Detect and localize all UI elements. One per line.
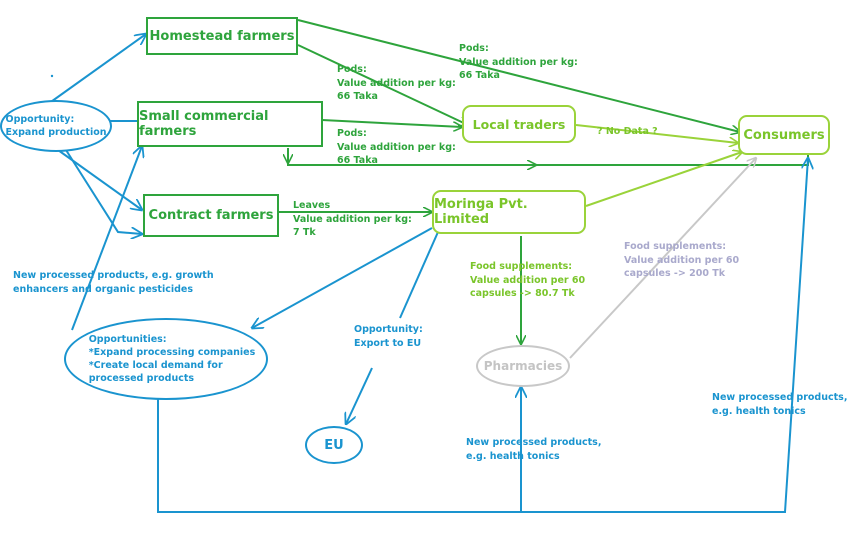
- node-small-commercial-farmers: Small commercial farmers: [137, 101, 323, 147]
- label-new-products-right: New processed products, e.g. health toni…: [712, 392, 848, 417]
- arrow-localtraders-consumers: [575, 124, 738, 143]
- node-opportunity-expand-production: Opportunity: Expand production: [0, 100, 112, 152]
- line-moringa-export: [399, 231, 439, 319]
- node-eu: EU: [305, 426, 363, 464]
- arrow-homestead-consumers: [297, 19, 740, 132]
- arrow-moringa-consumers: [585, 152, 742, 207]
- bottom-loop: [157, 158, 808, 513]
- label-food-supplements-green: Food supplements: Value addition per 60 …: [470, 261, 586, 299]
- node-contract-farmers: Contract farmers: [143, 194, 279, 237]
- label-no-data: ? No Data ?: [597, 126, 658, 137]
- label-new-products-left: New processed products, e.g. growth enha…: [13, 270, 214, 295]
- label-export-eu: Opportunity: Export to EU: [354, 324, 423, 349]
- arrow-newproducts-small: [71, 146, 142, 331]
- arrow-export-eu: [346, 367, 373, 424]
- line-opp-contract-2: [65, 149, 142, 234]
- label-pods-small: Pods: Value addition per kg: 66 Taka: [337, 128, 456, 166]
- label-pods-homestead: Pods: Value addition per kg: 66 Taka: [337, 64, 456, 102]
- node-pharmacies: Pharmacies: [476, 345, 570, 387]
- label-new-products-center: New processed products, e.g. health toni…: [466, 437, 602, 462]
- node-homestead-farmers: Homestead farmers: [146, 17, 298, 55]
- line-opp-homestead: [47, 34, 146, 105]
- arrow-moringa-opportunities: [252, 227, 433, 328]
- node-opportunities-processing: Opportunities: *Expand processing compan…: [64, 318, 268, 400]
- label-leaves: Leaves Value addition per kg: 7 Tk: [293, 200, 412, 238]
- arrow-small-localtraders: [321, 119, 462, 127]
- node-local-traders: Local traders: [462, 105, 576, 143]
- label-food-supplements-gray: Food supplements: Value addition per 60 …: [624, 241, 740, 279]
- arrow-pharmacies-consumers: [569, 158, 756, 359]
- label-pods-consumers: Pods: Value addition per kg: 66 Taka: [459, 43, 578, 81]
- node-consumers: Consumers: [738, 115, 830, 155]
- arrow-homestead-localtraders: [297, 44, 468, 125]
- node-moringa: Moringa Pvt. Limited: [432, 190, 586, 234]
